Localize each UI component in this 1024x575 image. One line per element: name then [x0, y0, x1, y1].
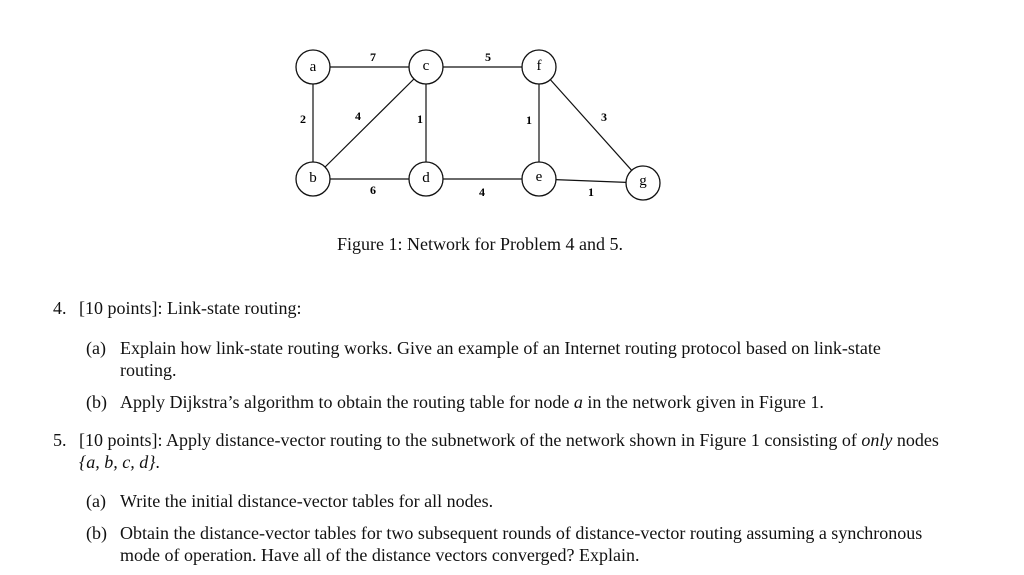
weight-d-e: 4 — [479, 185, 485, 199]
network-figure: 7 5 2 4 1 1 3 6 4 1 a c f b d — [295, 49, 661, 201]
weight-c-d: 1 — [417, 112, 423, 126]
problem-5-node-set: {a, b, c, d} — [79, 452, 156, 472]
problem-4b-text-before: Apply Dijkstra’s algorithm to obtain the… — [120, 392, 574, 412]
node-f: f — [521, 49, 557, 85]
problem-4b-text-after: in the network given in Figure 1. — [582, 392, 824, 412]
weight-b-c: 4 — [355, 109, 361, 123]
weight-b-d: 6 — [370, 183, 376, 197]
problem-5-number: 5. — [53, 430, 67, 450]
nodes: a c f b d e g — [295, 49, 661, 201]
node-label-g: g — [639, 173, 647, 189]
weight-e-g: 1 — [588, 185, 594, 199]
problem-4b-text: Apply Dijkstra’s algorithm to obtain the… — [120, 391, 824, 413]
edge-f-g — [538, 66, 644, 184]
problem-4a-label: (a) — [86, 338, 106, 358]
node-label-d: d — [422, 170, 430, 186]
node-e: e — [521, 161, 557, 197]
edge-weights: 7 5 2 4 1 1 3 6 4 1 — [300, 50, 607, 199]
edge-b-c — [312, 66, 427, 180]
figure-caption: Figure 1: Network for Problem 4 and 5. — [337, 234, 623, 254]
node-label-a: a — [310, 59, 317, 75]
problem-5-text-after: . — [155, 452, 160, 472]
weight-a-c: 7 — [370, 50, 376, 64]
problem-4-heading: [10 points]: Link-state routing: — [79, 298, 302, 318]
problem-4b-label: (b) — [86, 392, 107, 412]
problem-4b-node: a — [573, 392, 583, 412]
node-a: a — [295, 49, 331, 85]
node-b: b — [295, 161, 331, 197]
node-label-b: b — [309, 170, 317, 186]
problem-4a-text: Explain how link-state routing works. Gi… — [120, 338, 881, 380]
node-label-e: e — [536, 169, 543, 185]
node-label-c: c — [423, 58, 430, 74]
problem-5-text: [10 points]: Apply distance-vector routi… — [79, 429, 939, 473]
node-label-f: f — [537, 58, 542, 74]
weight-c-f: 5 — [485, 50, 491, 64]
problem-5a-label: (a) — [86, 491, 106, 511]
node-c: c — [408, 49, 444, 85]
problem-5-emphasis: only — [861, 430, 893, 450]
weight-f-g: 3 — [601, 110, 607, 124]
edges — [312, 66, 644, 184]
weight-f-e: 1 — [526, 113, 532, 127]
problem-4-number: 4. — [53, 298, 67, 318]
node-d: d — [408, 161, 444, 197]
problem-5-text-before: [10 points]: Apply distance-vector routi… — [79, 430, 862, 450]
problem-5b-text: Obtain the distance-vector tables for tw… — [120, 523, 923, 565]
node-g: g — [625, 165, 661, 201]
problem-5-text-middle: nodes — [892, 430, 939, 450]
problem-5b-label: (b) — [86, 523, 107, 543]
problem-5a-text: Write the initial distance-vector tables… — [120, 491, 494, 511]
weight-a-b: 2 — [300, 112, 306, 126]
